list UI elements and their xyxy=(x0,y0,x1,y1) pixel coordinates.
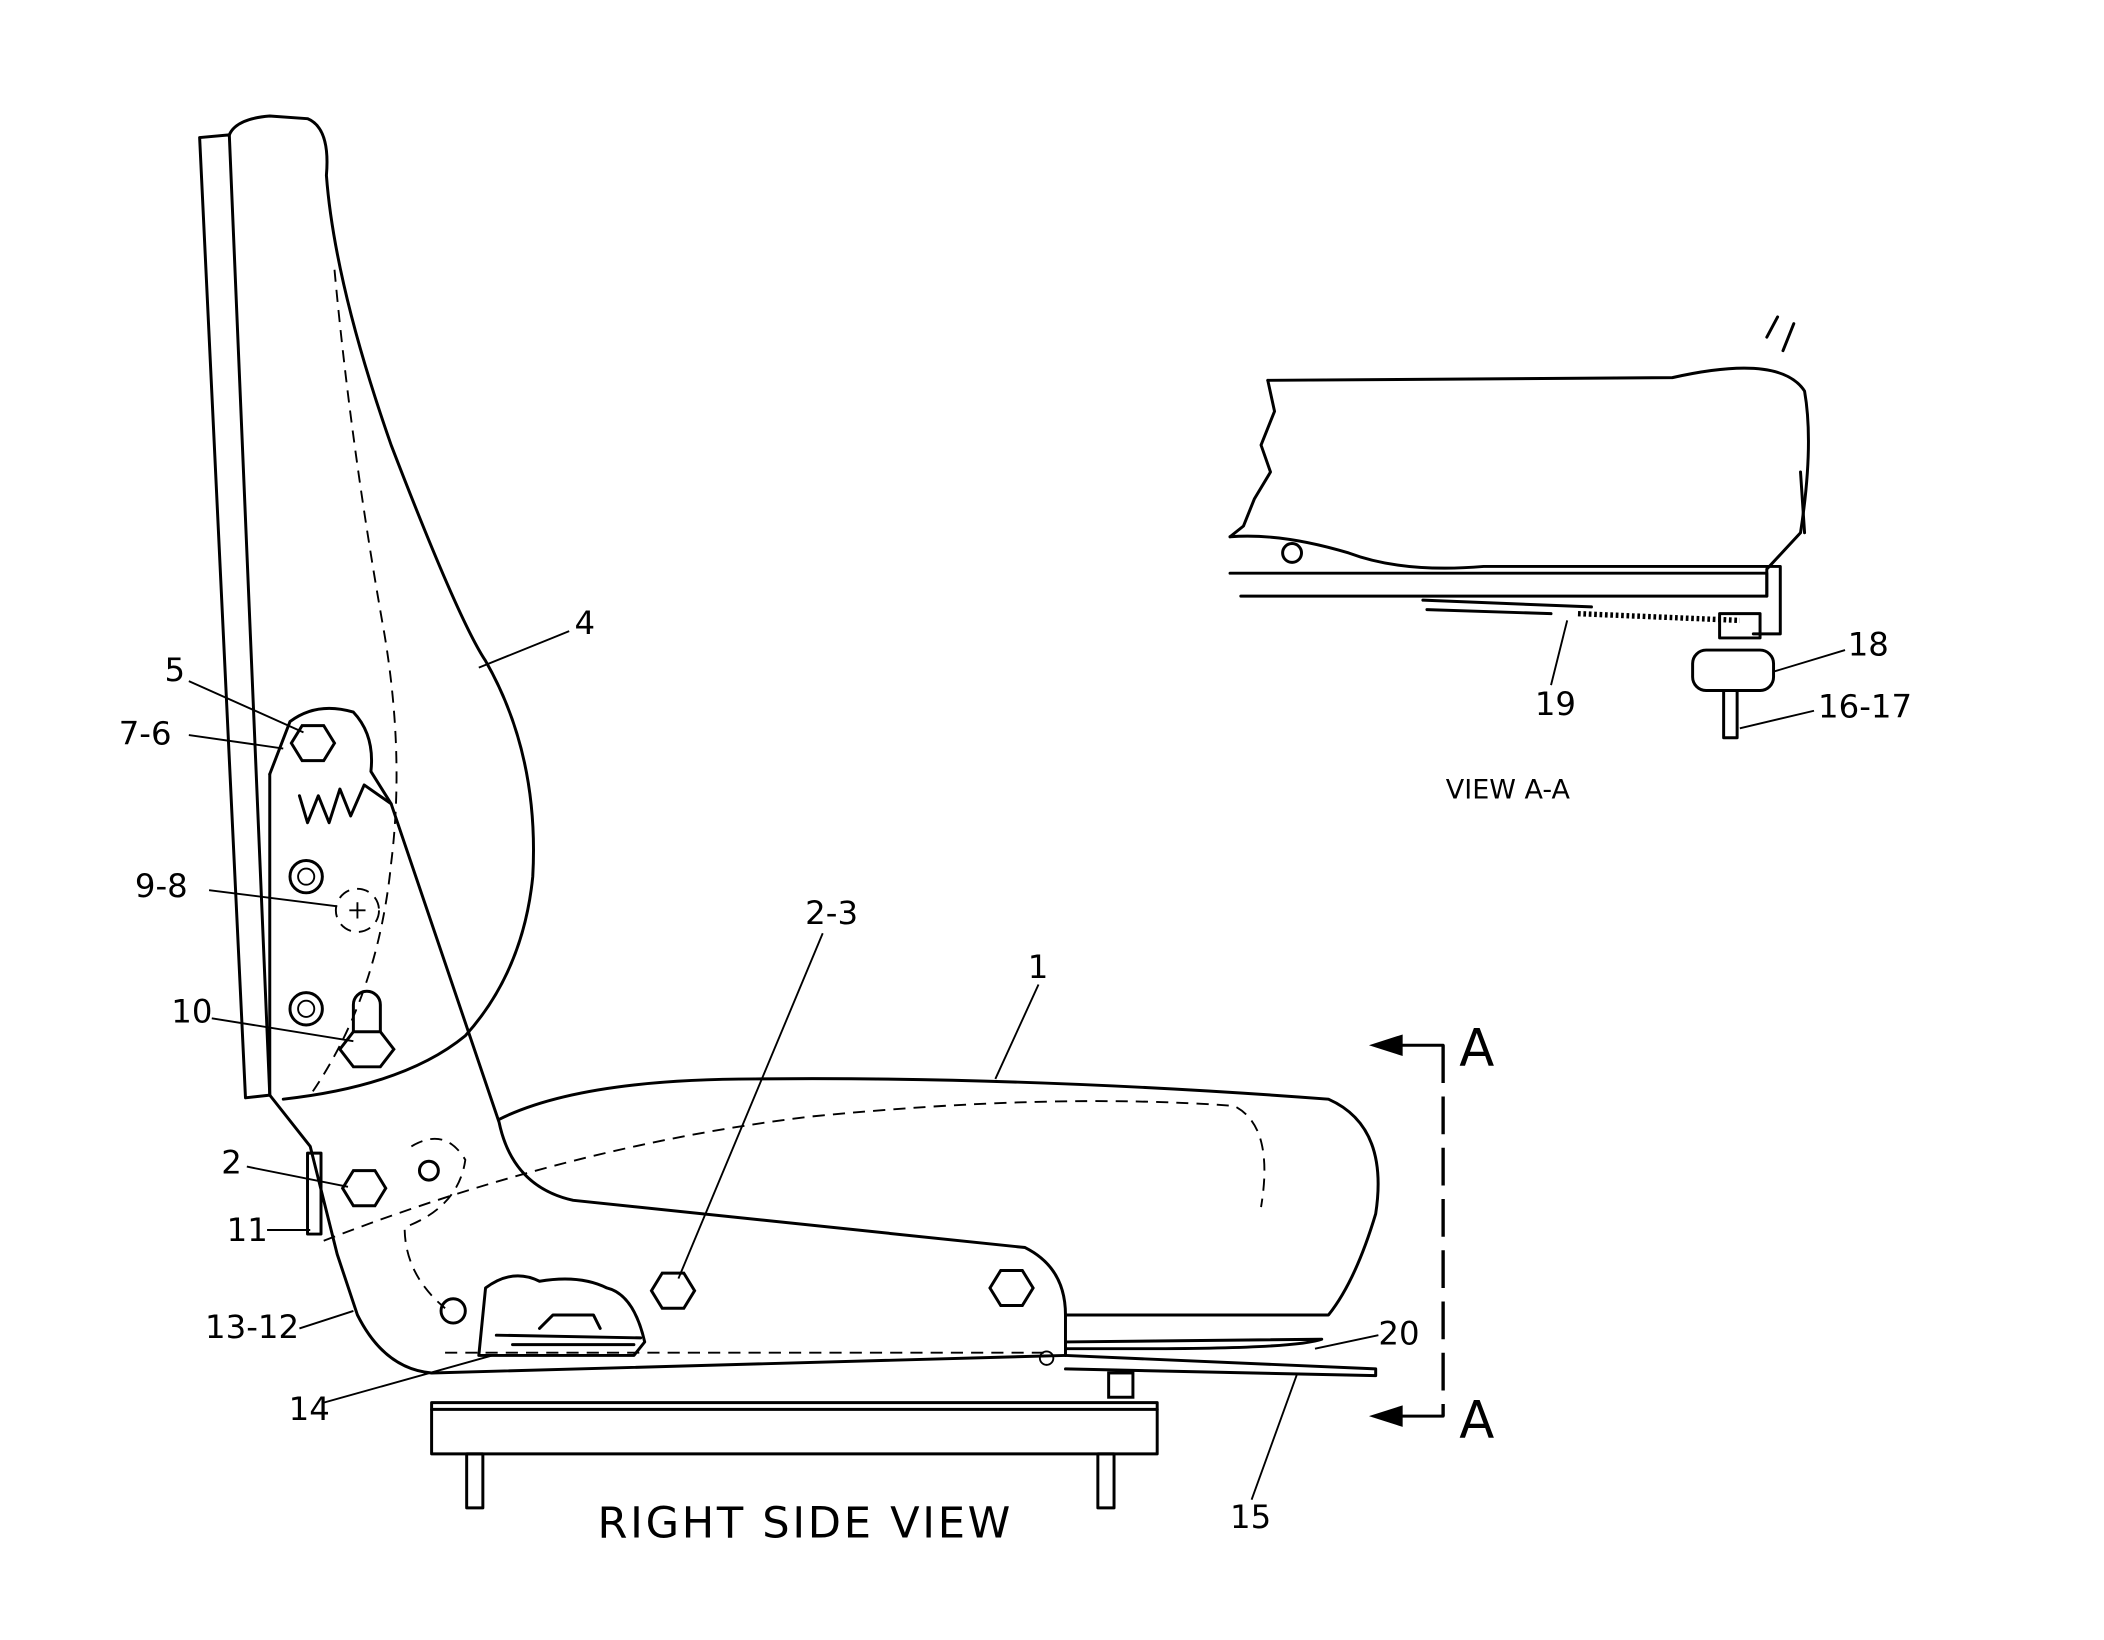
callout-2-3: 2-3 xyxy=(805,894,858,932)
view-a-a-title: VIEW A-A xyxy=(1446,774,1571,805)
view-a-a: VIEW A-A xyxy=(1228,315,1810,805)
callout-20: 20 xyxy=(1378,1315,1419,1353)
callout-18: 18 xyxy=(1848,625,1889,663)
callout-2: 2 xyxy=(221,1143,242,1181)
section-marker-bottom: A xyxy=(1459,1391,1494,1451)
callouts: 1 2 2-3 4 5 7-6 9-8 10 11 13-12 14 15 16… xyxy=(119,604,1912,1536)
seat-frame xyxy=(430,1268,1067,1375)
slide-rail-15 xyxy=(1064,1337,1378,1399)
callout-10: 10 xyxy=(171,992,212,1030)
callout-13-12: 13-12 xyxy=(205,1308,299,1346)
bolt-frame xyxy=(988,1268,1035,1308)
callout-14: 14 xyxy=(289,1390,330,1428)
base-plate xyxy=(430,1401,1159,1510)
bolt-2 xyxy=(340,1169,388,1208)
bolt-5 xyxy=(289,724,337,763)
callout-4: 4 xyxy=(575,604,596,642)
callout-5: 5 xyxy=(165,651,186,689)
bolt-2-3 xyxy=(649,1271,697,1310)
seat-cushion xyxy=(323,1077,1380,1354)
callout-19: 19 xyxy=(1535,685,1576,723)
section-line-a-a: A A xyxy=(1368,1018,1494,1451)
callout-11: 11 xyxy=(227,1211,268,1249)
callout-15: 15 xyxy=(1230,1498,1271,1536)
callout-16-17: 16-17 xyxy=(1818,688,1912,726)
backrest xyxy=(198,114,535,1101)
right-side-view-title: RIGHT SIDE VIEW xyxy=(597,1499,1013,1549)
callout-9-8: 9-8 xyxy=(135,867,188,905)
bolt-10 xyxy=(338,1030,396,1069)
callout-7-6: 7-6 xyxy=(119,714,172,752)
callout-1: 1 xyxy=(1028,948,1049,986)
section-marker-top: A xyxy=(1459,1018,1494,1078)
